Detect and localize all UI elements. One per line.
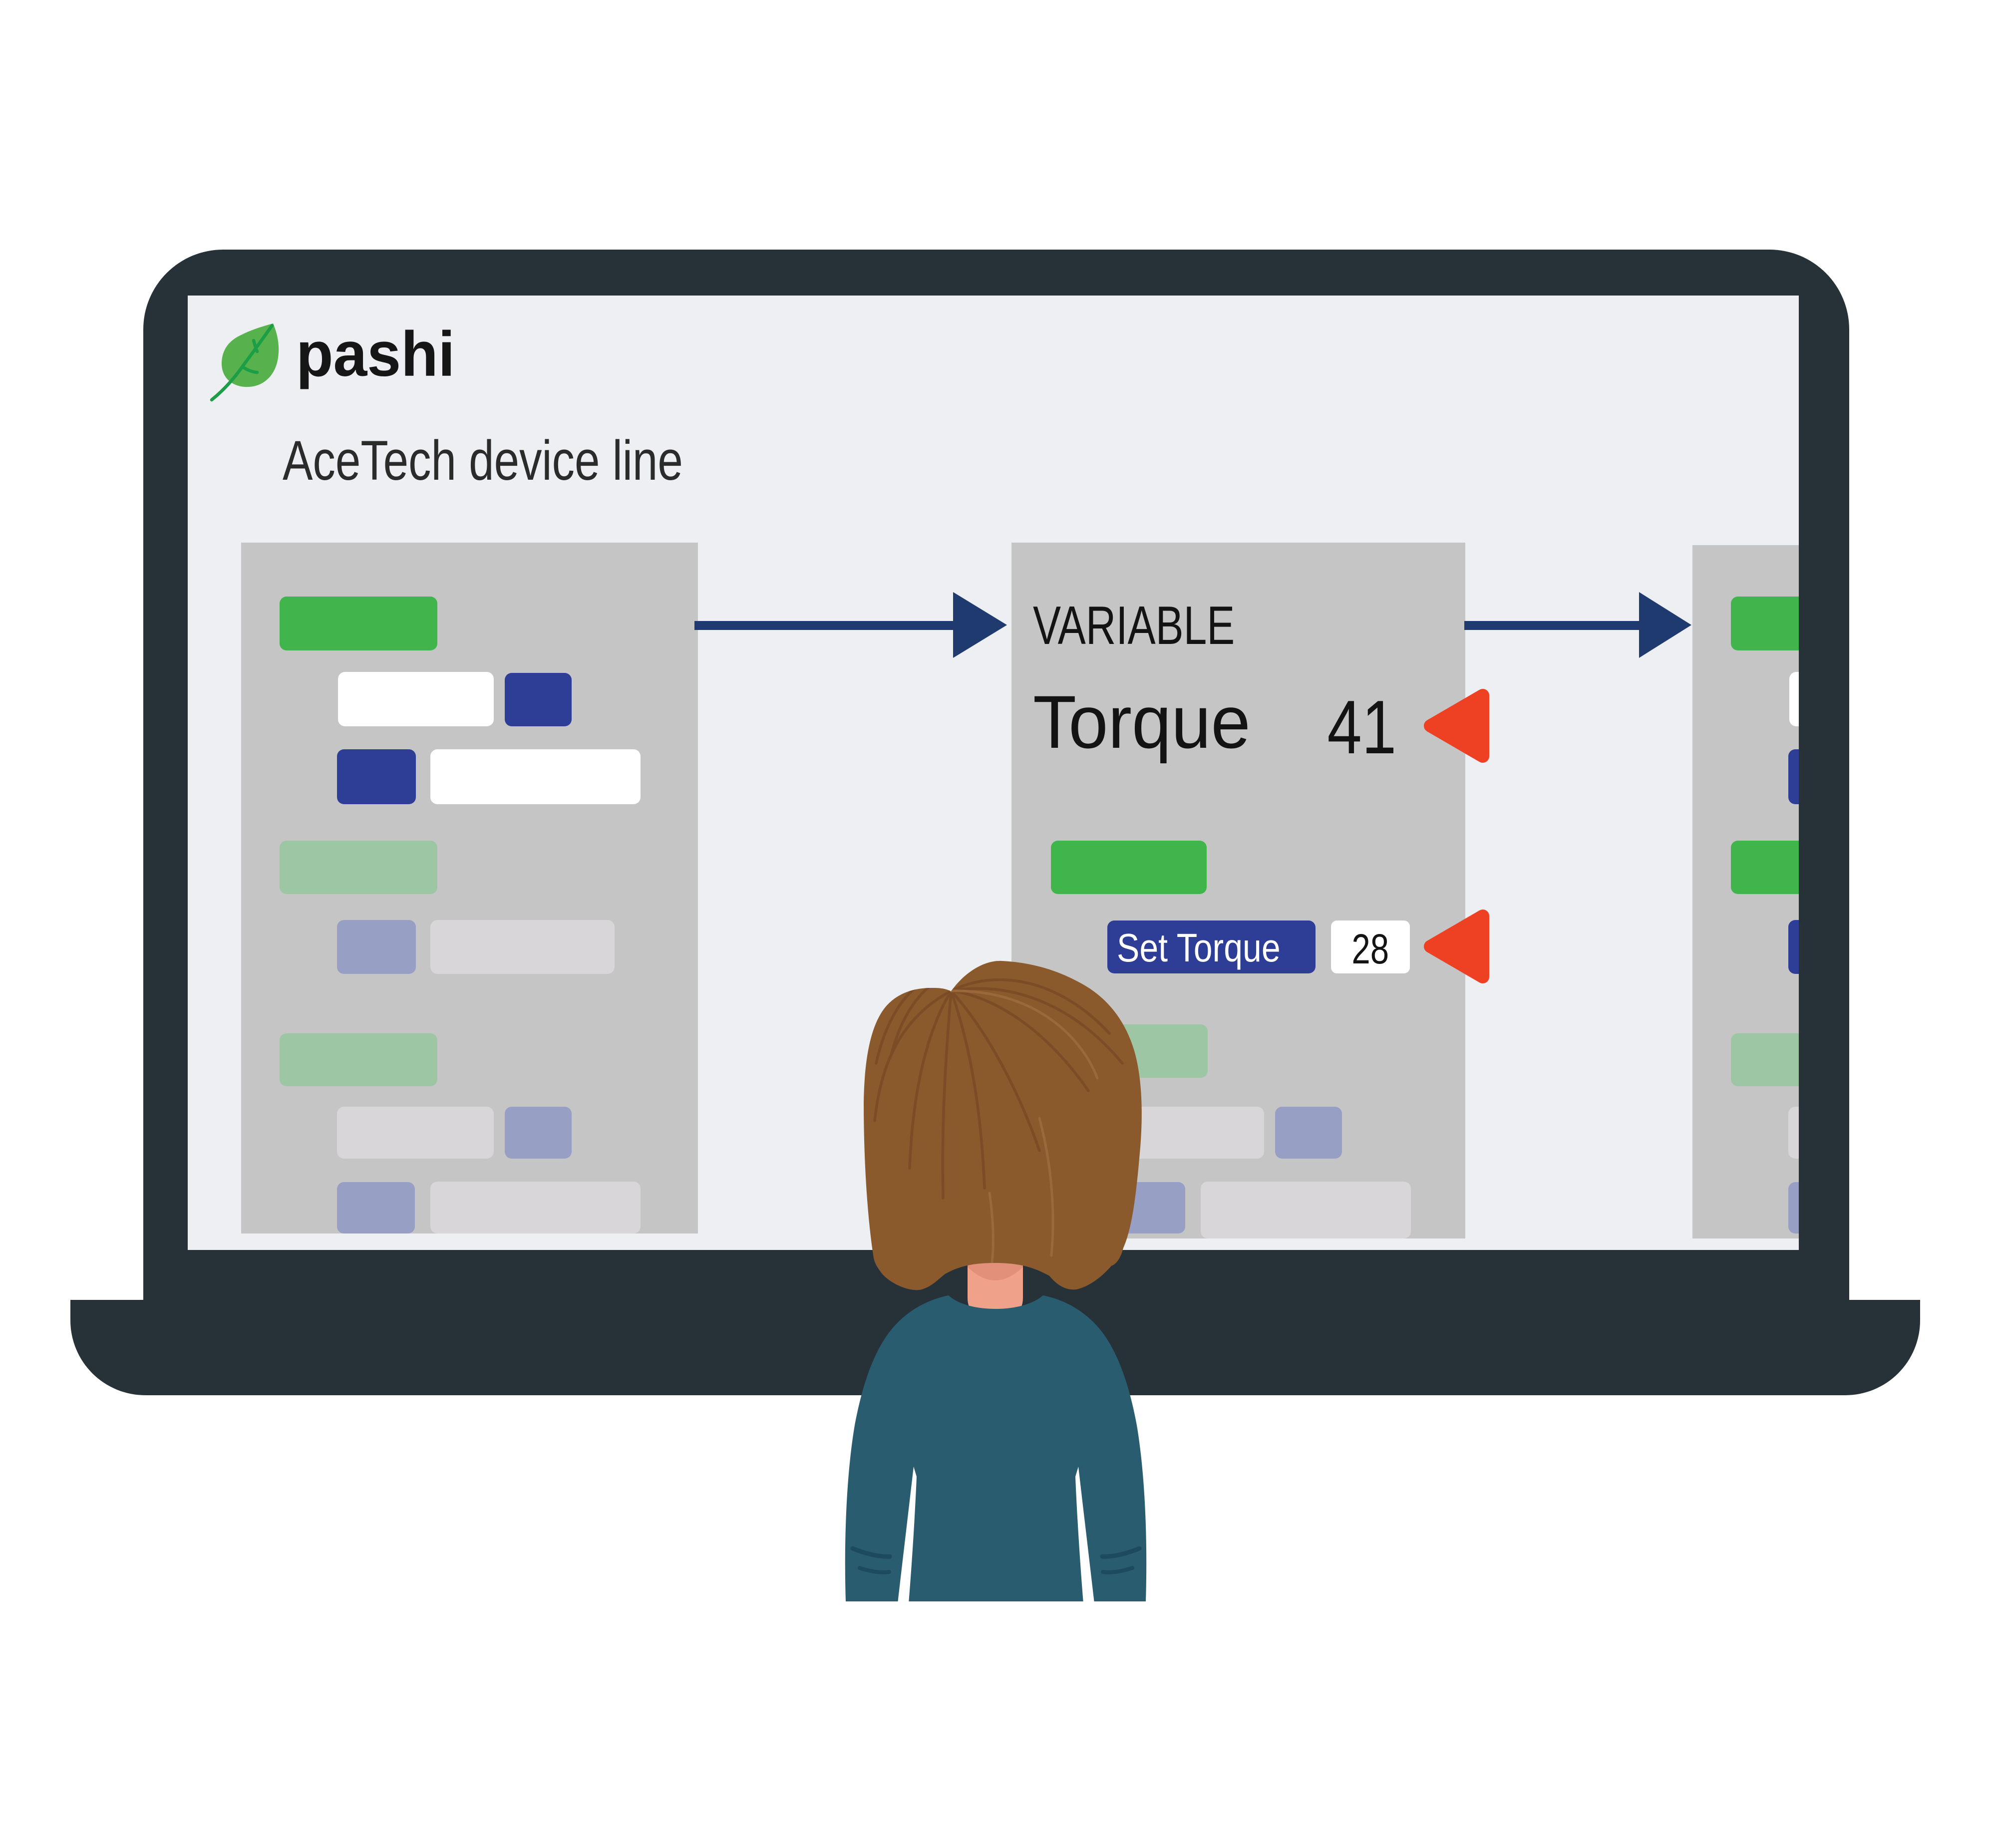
flow-arrow-1-icon xyxy=(694,592,1007,658)
placeholder-block-blue-faded xyxy=(337,920,416,974)
placeholder-block-green-faded xyxy=(280,841,437,894)
flow-arrow-2-icon xyxy=(1464,592,1691,658)
torque-value-input-value: 28 xyxy=(1351,925,1389,972)
flow-arrow-1-shaft xyxy=(694,621,954,630)
placeholder-block-green xyxy=(1731,841,1799,894)
set-torque-button[interactable]: Set Torque xyxy=(1107,921,1316,973)
placeholder-block-gray xyxy=(1201,1182,1411,1238)
placeholder-block-blue-faded xyxy=(1788,1182,1799,1233)
flow-arrow-2-head xyxy=(1639,592,1691,658)
placeholder-block-blue xyxy=(505,673,572,726)
pipeline-card-next xyxy=(1692,545,1799,1238)
placeholder-block-green-faded xyxy=(280,1033,437,1086)
placeholder-block-green-faded xyxy=(1731,1033,1799,1086)
callout-current-value-icon xyxy=(1424,689,1489,763)
placeholder-block-blue xyxy=(1788,749,1799,804)
person-hair-strands xyxy=(873,978,1124,1264)
callout-set-value-icon xyxy=(1424,910,1489,983)
laptop-display: pashi AceTech device line VARIABLE Torqu… xyxy=(188,296,1799,1250)
placeholder-block-gray xyxy=(337,1107,494,1159)
placeholder-block-blue-faded xyxy=(505,1107,572,1159)
placeholder-block-white xyxy=(430,749,641,804)
sleeve-gap-right xyxy=(1075,1467,1094,1603)
torque-value-input[interactable]: 28 xyxy=(1331,921,1410,973)
placeholder-block-blue-faded xyxy=(337,1182,415,1233)
placeholder-block-white xyxy=(338,672,494,726)
placeholder-block-gray xyxy=(430,1182,641,1233)
card-type-label: VARIABLE xyxy=(1033,595,1235,656)
variable-name: Torque xyxy=(1033,680,1251,764)
logo-text: pashi xyxy=(296,318,455,389)
sleeve-gap-left xyxy=(898,1467,917,1603)
placeholder-block-blue xyxy=(1788,920,1799,974)
placeholder-block-green xyxy=(280,597,437,650)
set-torque-button-label: Set Torque xyxy=(1117,925,1281,970)
placeholder-block-green xyxy=(1051,841,1207,894)
pipeline-card-previous xyxy=(241,543,698,1233)
flow-arrow-1-head xyxy=(953,592,1007,658)
leaf-stem xyxy=(210,323,274,402)
placeholder-block-gray xyxy=(430,920,615,974)
person-sweater xyxy=(845,1295,1147,1601)
pipeline-card-variable: VARIABLE Torque 41 Set Torque 28 xyxy=(1011,543,1465,1238)
variable-value: 41 xyxy=(1327,685,1396,770)
laptop-screen-frame: pashi AceTech device line VARIABLE Torqu… xyxy=(143,250,1849,1300)
placeholder-block-gray xyxy=(1788,1107,1799,1159)
flow-arrow-2-shaft xyxy=(1464,621,1640,630)
placeholder-block-green xyxy=(1731,597,1799,650)
placeholder-block-blue xyxy=(337,749,416,804)
leaf-icon xyxy=(210,323,279,402)
placeholder-block-blue-faded xyxy=(1275,1107,1342,1159)
placeholder-block-white xyxy=(1789,672,1799,726)
page-title: AceTech device line xyxy=(283,429,683,492)
person-figure xyxy=(845,960,1147,1603)
